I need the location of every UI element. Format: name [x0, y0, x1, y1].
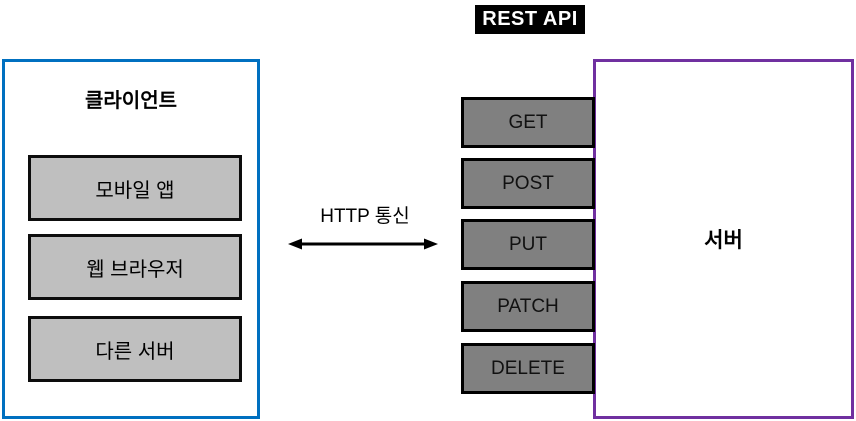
client-item-mobile-app: 모바일 앱: [28, 155, 242, 221]
method-box-patch: PATCH: [461, 281, 595, 332]
server-box: 서버: [593, 59, 854, 419]
http-communication-label: HTTP 통신: [320, 206, 410, 227]
client-box: 클라이언트 모바일 앱 웹 브라우저 다른 서버: [2, 59, 260, 419]
client-box-label: 클라이언트: [85, 90, 177, 112]
method-box-get: GET: [461, 97, 595, 148]
client-item-other-server: 다른 서버: [28, 316, 242, 382]
method-box-put: PUT: [461, 219, 595, 270]
client-item-web-browser: 웹 브라우저: [28, 234, 242, 300]
server-box-label: 서버: [704, 229, 743, 252]
method-box-delete: DELETE: [461, 343, 595, 394]
diagram-title: REST API: [475, 5, 585, 34]
double-arrow-icon: [288, 238, 438, 250]
method-box-post: POST: [461, 158, 595, 209]
